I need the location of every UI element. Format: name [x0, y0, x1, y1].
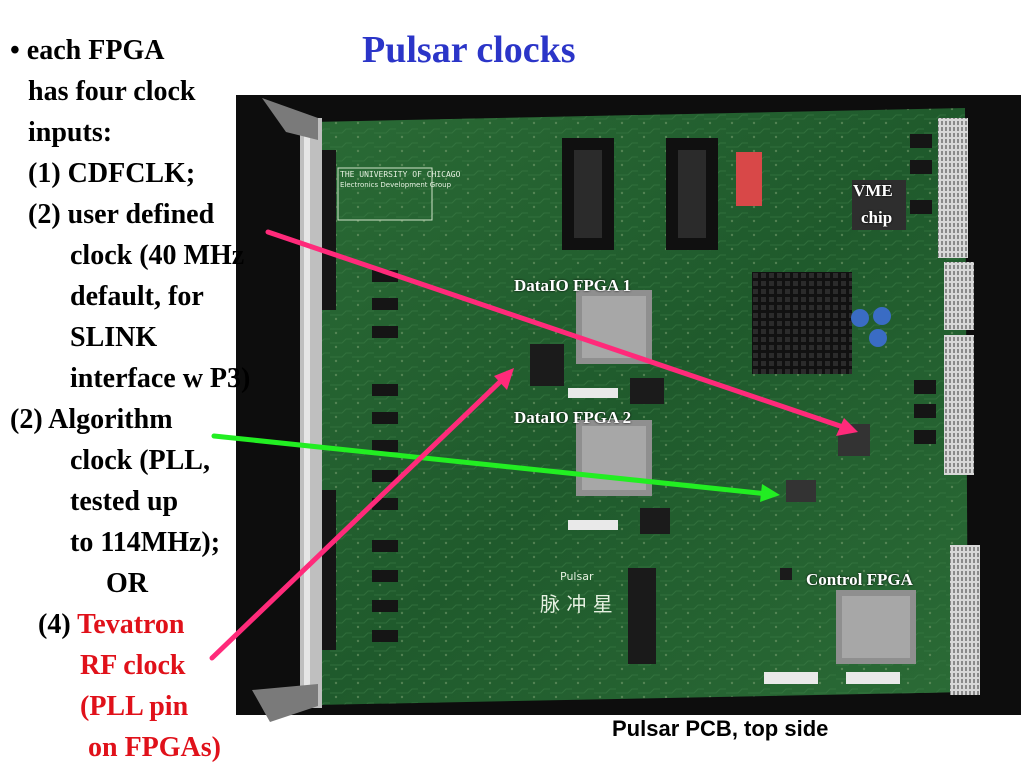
- bullet-line-4: (1) CDFCLK;: [28, 158, 196, 189]
- center-connector: [628, 568, 656, 664]
- bullet-line-14: OR: [106, 568, 148, 599]
- arrowhead-algorithm-clock: [760, 484, 780, 502]
- bullet-line-18: on FPGAs): [88, 732, 221, 763]
- bullet-line-7: default, for: [70, 281, 204, 312]
- pll-chip: [530, 344, 564, 386]
- bullet-line-2: has four clock: [28, 76, 196, 107]
- algorithm-clock-oscillator: [786, 480, 816, 502]
- vme-chip: [852, 180, 906, 230]
- photo-caption: Pulsar PCB, top side: [612, 716, 829, 741]
- backplane-connector-p1: [938, 118, 968, 258]
- label-vme-chip: chip: [861, 208, 893, 227]
- bullet-line-13: to 114MHz);: [70, 527, 221, 558]
- silkscreen-pulsar: Pulsar: [560, 570, 594, 583]
- bullet-line-1: • each FPGA: [10, 35, 165, 66]
- silkscreen-group: Electronics Development Group: [340, 181, 452, 189]
- arrowhead-rf-clock: [494, 368, 514, 390]
- label-dataio-fpga-1: DataIO FPGA 1: [514, 276, 632, 295]
- bullet-line-12: tested up: [70, 486, 179, 517]
- label-vme: VME: [853, 181, 893, 200]
- bullet-line-8: SLINK: [70, 322, 158, 353]
- label-dataio-fpga-2: DataIO FPGA 2: [514, 408, 632, 427]
- bullet-line-15-red: Tevatron: [77, 609, 185, 640]
- arrowhead-user-clock: [836, 418, 858, 436]
- bullet-line-15: (4) Tevatron: [38, 604, 185, 645]
- bullet-line-9: interface w P3): [70, 363, 251, 394]
- slide-title: Pulsar clocks: [362, 29, 576, 71]
- silkscreen-university: THE UNIVERSITY OF CHICAGO: [340, 170, 461, 179]
- arrow-user-clock: [265, 229, 849, 431]
- bullet-line-5: (2) user defined: [28, 199, 215, 230]
- backplane-connector-p3: [950, 545, 980, 695]
- bullet-line-10: (2) Algorithm: [10, 404, 173, 435]
- top-ejector: [262, 98, 318, 140]
- arrow-algorithm-clock: [211, 433, 771, 497]
- dip-switch: [736, 152, 762, 206]
- capacitor: [851, 309, 869, 327]
- heatsink: [752, 272, 852, 374]
- front-connector-top: [322, 150, 336, 310]
- front-panel: [300, 118, 322, 708]
- silkscreen-chinese: 脉 冲 星: [540, 592, 613, 616]
- bullet-line-6: clock (40 MHz: [70, 240, 245, 271]
- bullet-line-3: inputs:: [28, 117, 113, 148]
- backplane-connector-p2: [944, 335, 974, 475]
- front-connector-bottom: [322, 490, 336, 650]
- arrow-rf-clock: [209, 375, 507, 661]
- bottom-ejector: [252, 684, 318, 722]
- bullet-line-16: RF clock: [80, 650, 186, 681]
- label-control-fpga: Control FPGA: [806, 570, 913, 589]
- bullet-line-11: clock (PLL,: [70, 445, 210, 476]
- backplane-connector-p2a: [944, 262, 974, 330]
- bullet-line-15-prefix: (4): [38, 609, 78, 640]
- bullet-line-17: (PLL pin: [80, 691, 189, 722]
